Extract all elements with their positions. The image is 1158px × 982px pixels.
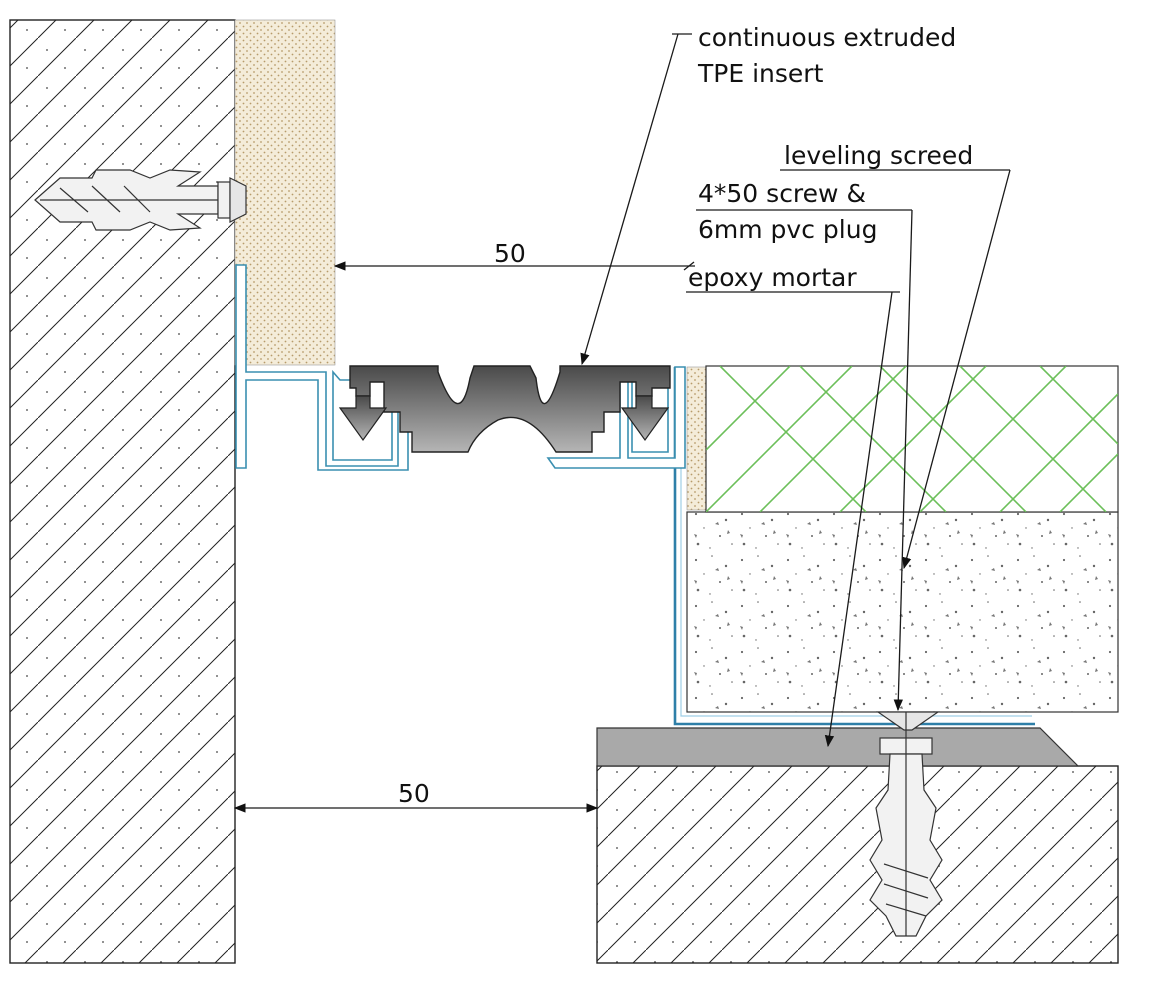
epoxy-mortar-bed	[596, 727, 1080, 767]
tpe-insert-callout: continuous extruded TPE insert	[580, 23, 956, 366]
screw-plug-label-line1: 4*50 screw &	[698, 179, 866, 208]
left-wall	[9, 19, 236, 964]
floor-anchor-plug-icon	[869, 711, 943, 937]
tile-layer	[705, 365, 1119, 513]
tpe-insert-label-line1: continuous extruded	[698, 23, 956, 52]
leveling-screed-label: leveling screed	[784, 141, 973, 170]
wall-anchor-plug-icon	[34, 169, 247, 231]
epoxy-mortar-callout: epoxy mortar	[686, 263, 900, 748]
upper-dimension: 50	[333, 239, 695, 271]
tpe-insert-left-barb	[338, 395, 388, 442]
upper-dimension-value: 50	[494, 239, 526, 268]
tpe-insert	[349, 365, 671, 453]
right-concrete-slab	[596, 765, 1119, 964]
tpe-insert-right-barb	[620, 395, 670, 442]
filler-strip	[234, 19, 336, 366]
epoxy-mortar-label: epoxy mortar	[688, 263, 857, 292]
lower-dimension-value: 50	[398, 779, 430, 808]
screw-plug-callout: 4*50 screw & 6mm pvc plug	[696, 179, 913, 712]
leveling-screed-callout: leveling screed	[780, 141, 1011, 570]
filler-strip-small	[686, 366, 707, 511]
lower-dimension: 50	[233, 779, 599, 813]
tpe-insert-label-line2: TPE insert	[697, 59, 824, 88]
screw-plug-label-line2: 6mm pvc plug	[698, 215, 877, 244]
